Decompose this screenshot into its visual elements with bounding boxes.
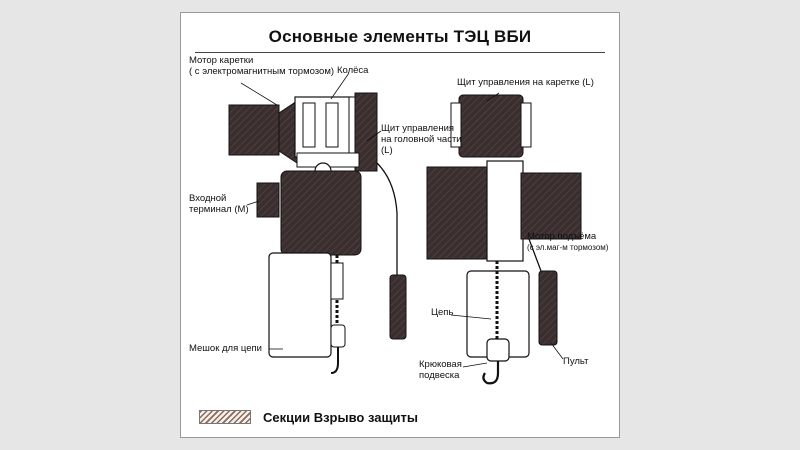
label-head-panel: Щит управления на головной части (L) [381, 123, 462, 156]
legend-text: Секции Взрыво защиты [263, 410, 418, 425]
label-wheels: Колёса [337, 65, 369, 76]
hoist-side-view [228, 92, 407, 374]
label-chain-bag: Мешок для цепи [189, 343, 262, 354]
label-trolley-motor: Мотор каретки ( с электромагнитным тормо… [189, 55, 335, 77]
side-cable-shape [376, 162, 398, 275]
chain-bag-shape [268, 252, 332, 358]
hoist-front-view [426, 94, 582, 385]
front-pendant-shape [538, 270, 558, 346]
trolley-panel-side-r [520, 102, 532, 148]
front-hook-block-shape [486, 338, 510, 362]
hoist-motor-shape [520, 172, 582, 240]
diagram-title: Основные элементы ТЭЦ ВБИ [268, 27, 532, 46]
legend-hatch-swatch [199, 410, 251, 424]
label-pendant: Пульт [563, 356, 589, 367]
label-hoist-motor: Мотор подъёма (с эл.маг-м тормозом) [527, 231, 609, 252]
label-hook-block: Крюковая подвеска [419, 359, 462, 381]
hoist-drawing [228, 72, 582, 385]
trolley-motor-shape [228, 104, 280, 156]
title-underline [195, 52, 605, 53]
input-terminal-shape [256, 182, 280, 218]
front-body-center-shape [486, 160, 524, 262]
hoist-body-shape [280, 170, 362, 256]
trolley-motor-taper [278, 100, 298, 164]
leader-lines [240, 72, 564, 368]
label-trolley-panel: Щит управления на каретке (L) [457, 77, 594, 88]
wheel-right-shape [325, 102, 339, 148]
label-chain: Цепь [431, 307, 454, 318]
side-chain-sleeve-shape [330, 262, 344, 300]
front-hook-shape [482, 361, 500, 385]
diagram-panel: Основные элементы ТЭЦ ВБИ [180, 12, 620, 438]
side-pendant-shape [389, 274, 407, 340]
trolley-panel-side-l [450, 102, 462, 148]
side-hook-body-shape [330, 324, 346, 348]
side-hook-shape [330, 347, 339, 374]
label-input-terminal: Входной терминал (M) [189, 193, 249, 215]
front-cable-shape [528, 238, 542, 272]
wheel-left-shape [302, 102, 316, 148]
trolley-panel-shape [458, 94, 524, 158]
head-control-box-shape [354, 92, 378, 172]
front-body-left-shape [426, 166, 490, 260]
